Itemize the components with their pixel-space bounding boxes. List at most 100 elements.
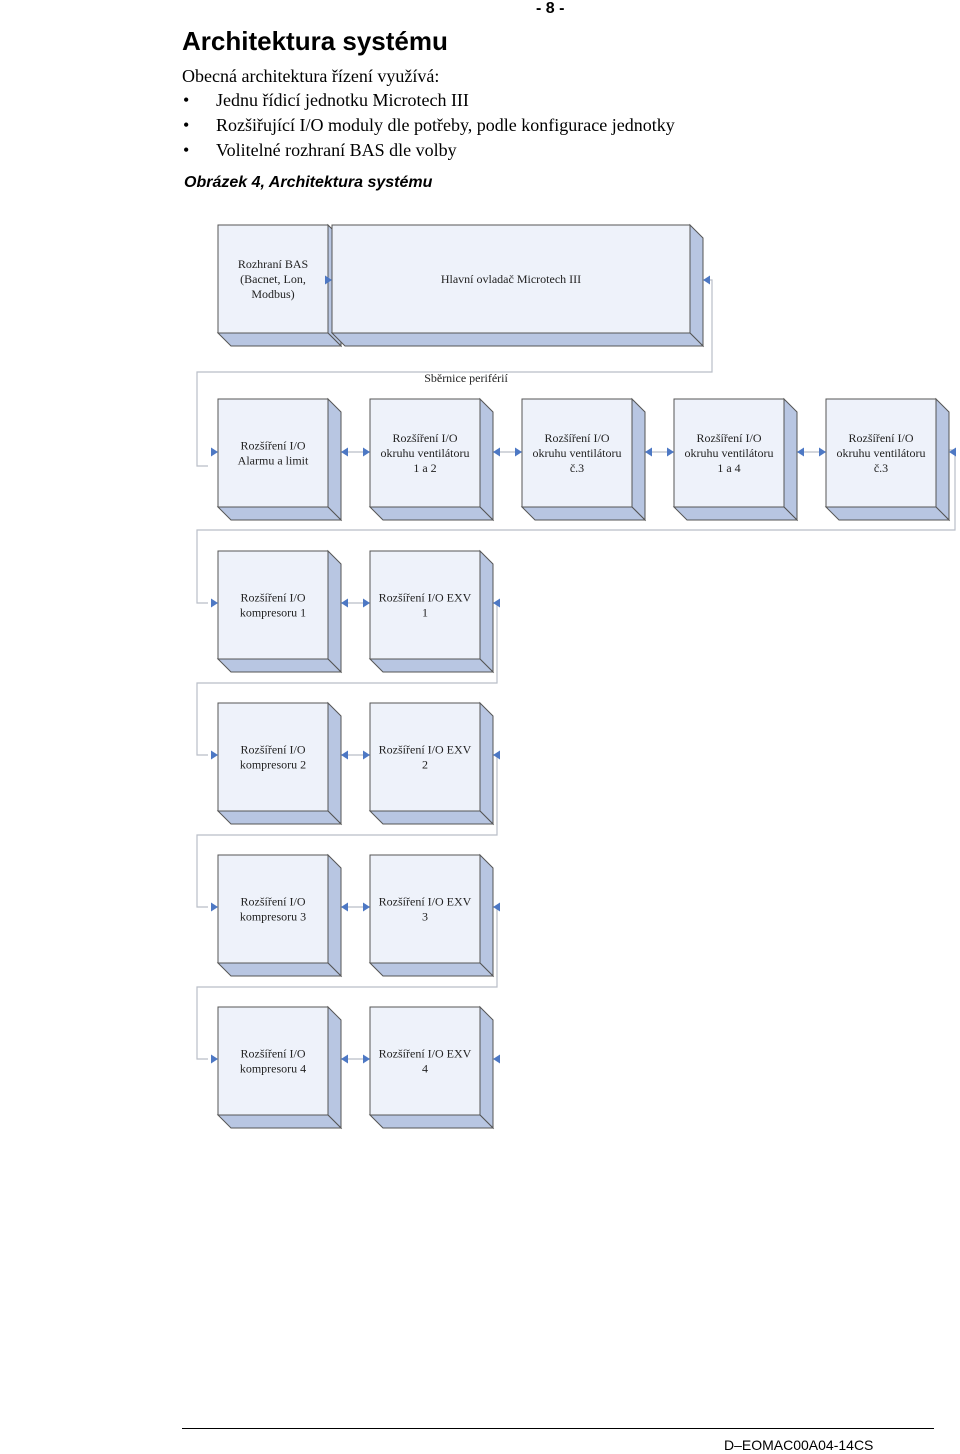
footer-divider xyxy=(182,1428,934,1429)
block-label: 3 xyxy=(422,910,428,924)
bullet-text: Volitelné rozhraní BAS dle volby xyxy=(216,140,457,160)
bus-arrow-icon xyxy=(667,447,674,457)
page-title: Architektura systému xyxy=(182,26,448,56)
bus-arrow-icon xyxy=(341,598,348,608)
block-side-face xyxy=(631,397,646,522)
block-side-face xyxy=(689,223,704,348)
bullet-dot-icon: • xyxy=(183,115,190,135)
bus-arrow-icon xyxy=(363,1054,370,1064)
bus-arrow-icon xyxy=(211,447,218,457)
block-label: Rozšíření I/O xyxy=(241,1047,306,1061)
bus-arrow-icon xyxy=(363,902,370,912)
block-front-face xyxy=(217,1006,329,1116)
block-side-face xyxy=(479,397,494,522)
block-front-face xyxy=(521,398,633,508)
bullet-dot-icon: • xyxy=(183,140,190,160)
block-label: okruhu ventilátoru xyxy=(381,446,470,460)
block-label: Rozšíření I/O EXV xyxy=(379,591,472,605)
bus-arrow-icon xyxy=(211,750,218,760)
bus-arrow-icon xyxy=(703,275,710,285)
bus-arrow-icon xyxy=(363,598,370,608)
block-side-face xyxy=(327,701,342,826)
block-side-face xyxy=(327,397,342,522)
block-bottom-face xyxy=(216,1114,343,1129)
block-label: kompresoru 4 xyxy=(240,1062,306,1076)
block-side-face xyxy=(327,1005,342,1130)
block-label: Rozšíření I/O xyxy=(545,431,610,445)
block-label: kompresoru 3 xyxy=(240,910,306,924)
block-label: Rozšíření I/O xyxy=(241,895,306,909)
block-side-face xyxy=(479,701,494,826)
bus-arrow-icon xyxy=(515,447,522,457)
block-front-face xyxy=(369,702,481,812)
block-label: okruhu ventilátoru xyxy=(837,446,926,460)
block-label: 1 a 2 xyxy=(413,461,436,475)
block-label: okruhu ventilátoru xyxy=(685,446,774,460)
block-label: Rozšíření I/O xyxy=(241,591,306,605)
block-label: 1 a 4 xyxy=(717,461,740,475)
block-side-face xyxy=(935,397,950,522)
block-front-face xyxy=(825,398,937,508)
block-label: okruhu ventilátoru xyxy=(533,446,622,460)
figure-caption: Obrázek 4, Architektura systému xyxy=(184,174,433,191)
block-bottom-face xyxy=(216,810,343,825)
block-bottom-face xyxy=(520,506,647,521)
block-label: kompresoru 2 xyxy=(240,758,306,772)
block-label: Alarmu a limit xyxy=(238,454,309,468)
block-bottom-face xyxy=(216,332,343,347)
block-side-face xyxy=(479,549,494,674)
block-front-face xyxy=(369,550,481,660)
block-label: 2 xyxy=(422,758,428,772)
bus-arrow-icon xyxy=(341,902,348,912)
block-front-face xyxy=(217,854,329,964)
block-front-face xyxy=(217,550,329,660)
block-label: Rozhraní BAS xyxy=(238,257,308,271)
bus-arrow-icon xyxy=(363,750,370,760)
block-label: Modbus) xyxy=(251,287,294,301)
bus-label: Sběrnice periférií xyxy=(424,371,508,385)
block-bottom-face xyxy=(368,962,495,977)
intro-text: Obecná architektura řízení využívá: xyxy=(182,66,440,86)
bullet-dot-icon: • xyxy=(183,90,190,110)
document-code: D–EOMAC00A04-14CS xyxy=(724,1437,874,1453)
bus-arrow-icon xyxy=(363,447,370,457)
bullet-text: Jednu řídicí jednotku Microtech III xyxy=(216,90,469,110)
block-bottom-face xyxy=(368,810,495,825)
block-bottom-face xyxy=(368,506,495,521)
block-front-face xyxy=(331,224,691,334)
block-side-face xyxy=(479,1005,494,1130)
bus-arrow-icon xyxy=(493,1054,500,1064)
bus-arrow-icon xyxy=(325,275,332,285)
block-front-face xyxy=(369,1006,481,1116)
bus-arrow-icon xyxy=(341,447,348,457)
block-label: Rozšíření I/O xyxy=(697,431,762,445)
block-bottom-face xyxy=(216,962,343,977)
bus-arrow-icon xyxy=(797,447,804,457)
block-label: Rozšíření I/O xyxy=(241,439,306,453)
block-side-face xyxy=(783,397,798,522)
bullet-list: •Jednu řídicí jednotku Microtech III •Ro… xyxy=(182,88,675,163)
bus-arrow-icon xyxy=(819,447,826,457)
block-label: Rozšíření I/O xyxy=(241,743,306,757)
block-label: Hlavní ovladač Microtech III xyxy=(441,272,581,286)
bus-arrow-icon xyxy=(493,447,500,457)
block-bottom-face xyxy=(368,1114,495,1129)
main-controller-block: Hlavní ovladač Microtech III xyxy=(330,223,705,348)
block-front-face xyxy=(673,398,785,508)
block-label: Rozšíření I/O EXV xyxy=(379,743,472,757)
bullet-item: • Volitelné rozhraní BAS dle volby xyxy=(182,138,675,163)
bus-arrow-icon xyxy=(493,902,500,912)
block-front-face xyxy=(369,398,481,508)
bus-arrow-icon xyxy=(341,750,348,760)
block-label: (Bacnet, Lon, xyxy=(240,272,306,286)
bus-arrow-icon xyxy=(493,598,500,608)
